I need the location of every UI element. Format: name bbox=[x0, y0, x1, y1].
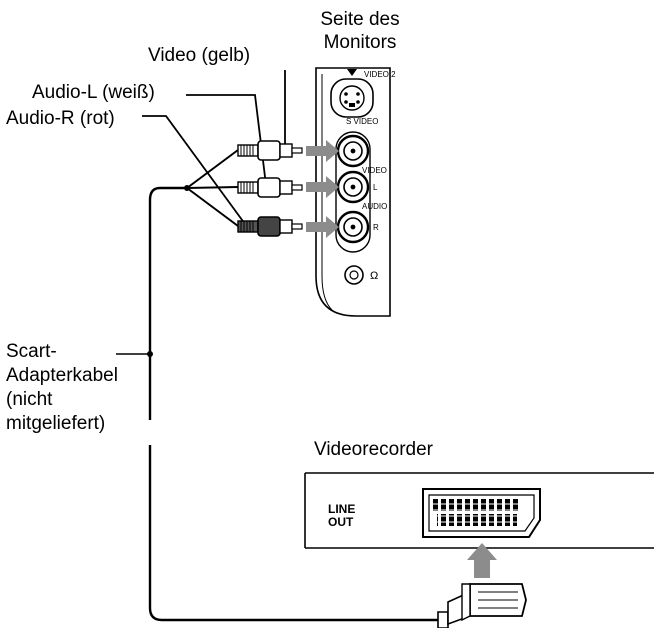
scart-socket-pins-bottom bbox=[437, 514, 517, 526]
svideo-jack bbox=[339, 85, 365, 111]
audio-r-cable-branch bbox=[186, 187, 239, 227]
cable-branches bbox=[186, 149, 239, 227]
scart-label-line3: (nicht bbox=[6, 389, 53, 410]
audio-r-jack-label: R bbox=[373, 223, 379, 232]
rca-plug-audio-l bbox=[237, 177, 303, 198]
vcr-title: Videorecorder bbox=[314, 439, 434, 460]
scart-label-line2: Adapterkabel bbox=[6, 365, 118, 386]
audio-l-cable-label: Audio-L (weiß) bbox=[32, 82, 155, 103]
monitor-side-label-line2: Monitors bbox=[324, 32, 397, 53]
video2-indicator-icon bbox=[347, 69, 357, 76]
scart-socket-pins-top bbox=[433, 499, 521, 511]
scart-label-line1: Scart- bbox=[6, 341, 57, 362]
connection-arrow-icon bbox=[306, 216, 339, 238]
vcr-rear-panel: LINE OUT bbox=[304, 472, 654, 549]
svideo-pins bbox=[344, 92, 360, 107]
connection-arrow-icon bbox=[306, 176, 339, 198]
svideo-label: S VIDEO bbox=[346, 117, 378, 126]
audio-l-jack-label: L bbox=[373, 183, 378, 192]
audio-l-cable-branch bbox=[186, 186, 239, 189]
rca-plug-audio-r bbox=[237, 216, 303, 237]
video-cable-branch bbox=[186, 149, 239, 189]
vcr-out-label: OUT bbox=[328, 515, 354, 529]
audio-r-cable-label: Audio-R (rot) bbox=[6, 108, 115, 129]
video-cable-label: Video (gelb) bbox=[148, 45, 250, 66]
vcr-line-label: LINE bbox=[328, 502, 355, 516]
connection-arrows bbox=[306, 140, 339, 238]
monitor-side-panel: VIDEO 2 S VIDEO VIDEO L AUDIO R Ω bbox=[315, 67, 396, 317]
monitor-side-label-line1: Seite des bbox=[320, 9, 399, 30]
scart-adapter-cable bbox=[148, 186, 438, 622]
scart-connection-arrow-icon bbox=[467, 543, 497, 578]
video2-label: VIDEO 2 bbox=[364, 70, 396, 79]
monitor-panel-inner-edge bbox=[321, 74, 333, 311]
scart-label-line4: mitgeliefert) bbox=[6, 413, 105, 434]
audio-r-leader bbox=[142, 115, 246, 225]
video-jack-label: VIDEO bbox=[362, 166, 387, 175]
audio-group-label: AUDIO bbox=[362, 202, 387, 211]
connection-arrow-icon bbox=[306, 140, 339, 162]
rca-plug-video bbox=[237, 140, 303, 161]
headphone-jack-icon: Ω bbox=[370, 270, 378, 282]
scart-plug-icon bbox=[437, 583, 527, 628]
rca-jack-group-outline bbox=[335, 131, 371, 253]
audio-l-leader bbox=[186, 94, 267, 186]
